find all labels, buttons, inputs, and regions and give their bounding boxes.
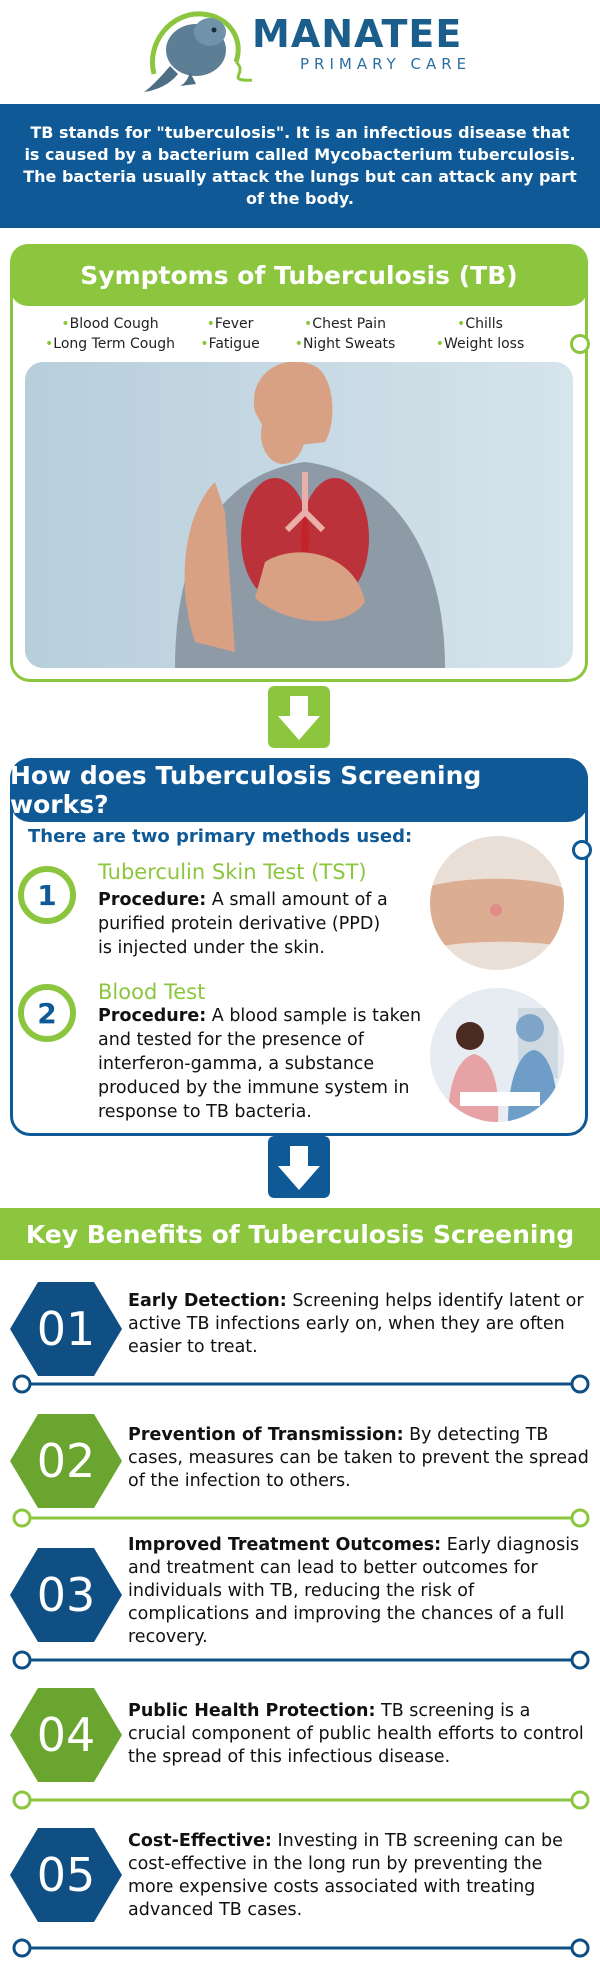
method-description: Procedure: A blood sample is taken and t… [98, 1004, 428, 1124]
benefit-text: Public Health Protection: TB screening i… [128, 1700, 590, 1769]
method-text: A small amount of a purified protein der… [98, 890, 388, 958]
benefit-label: Early Detection: [128, 1291, 287, 1311]
intro-banner: TB stands for "tuberculosis". It is an i… [0, 104, 600, 228]
skin-test-photo [430, 836, 564, 970]
symptoms-heading: Symptoms of Tuberculosis (TB) [10, 244, 588, 306]
benefit-text: Prevention of Transmission: By detecting… [128, 1424, 590, 1493]
symptom-item: Chills [410, 316, 550, 332]
symptom-item: Night Sweats [280, 336, 410, 352]
benefit-number-hexagon: 05 [10, 1828, 122, 1922]
method-number: 2 [18, 984, 76, 1042]
method-label: Procedure: [98, 890, 207, 910]
brand-name: MANATEE [252, 12, 463, 56]
benefit-number-hexagon: 04 [10, 1688, 122, 1782]
benefit-label: Public Health Protection: [128, 1701, 376, 1721]
benefits-heading: Key Benefits of Tuberculosis Screening [0, 1208, 600, 1260]
arrow-down-icon [268, 1136, 330, 1198]
benefit-text: Improved Treatment Outcomes: Early diagn… [128, 1534, 590, 1649]
benefit-divider [12, 1650, 590, 1670]
symptom-item: Fever [180, 316, 280, 332]
benefit-label: Prevention of Transmission: [128, 1425, 404, 1445]
blood-test-photo [430, 988, 564, 1122]
connector-dot [570, 334, 590, 354]
method-text: A blood sample is taken and tested for t… [98, 1006, 422, 1122]
benefit-number-hexagon: 03 [10, 1548, 122, 1642]
symptoms-list: Blood Cough Fever Chest Pain Chills Long… [40, 316, 570, 352]
benefit-description: TB screening is a crucial component of p… [128, 1701, 584, 1767]
intro-text: TB stands for "tuberculosis". It is an i… [23, 123, 577, 208]
benefit-divider [12, 1508, 590, 1528]
benefit-description: Early diagnosis and treatment can lead t… [128, 1535, 580, 1647]
symptom-item: Weight loss [410, 336, 550, 352]
benefit-description: Investing in TB screening can be cost-ef… [128, 1831, 563, 1920]
method-label: Procedure: [98, 1006, 207, 1026]
benefit-description: By detecting TB cases, measures can be t… [128, 1425, 589, 1491]
method-title: Tuberculin Skin Test (TST) [98, 860, 367, 884]
manatee-logo-icon [144, 11, 252, 92]
symptom-item: Long Term Cough [40, 336, 180, 352]
coughing-man-photo [25, 362, 573, 668]
benefit-divider [12, 1374, 590, 1394]
arrow-down-icon [268, 686, 330, 748]
screening-heading: How does Tuberculosis Screening works? [10, 758, 588, 822]
symptom-item: Chest Pain [280, 316, 410, 332]
connector-dot [572, 840, 592, 860]
benefit-number-hexagon: 01 [10, 1282, 122, 1376]
benefit-divider [12, 1790, 590, 1810]
method-number: 1 [18, 866, 76, 924]
symptom-item: Blood Cough [40, 316, 180, 332]
benefit-description: Screening helps identify latent or activ… [128, 1291, 584, 1357]
benefit-divider [12, 1938, 590, 1958]
symptom-item: Fatigue [180, 336, 280, 352]
brand-subtitle: PRIMARY CARE [300, 55, 472, 73]
brand-logo: MANATEE PRIMARY CARE [0, 0, 600, 100]
benefit-label: Cost-Effective: [128, 1831, 272, 1851]
screening-subtitle: There are two primary methods used: [28, 826, 413, 847]
benefit-text: Cost-Effective: Investing in TB screenin… [128, 1830, 590, 1922]
method-description: Procedure: A small amount of a purified … [98, 888, 390, 960]
benefit-number-hexagon: 02 [10, 1414, 122, 1508]
benefit-label: Improved Treatment Outcomes: [128, 1535, 442, 1555]
method-title: Blood Test [98, 980, 206, 1004]
benefit-text: Early Detection: Screening helps identif… [128, 1290, 590, 1359]
